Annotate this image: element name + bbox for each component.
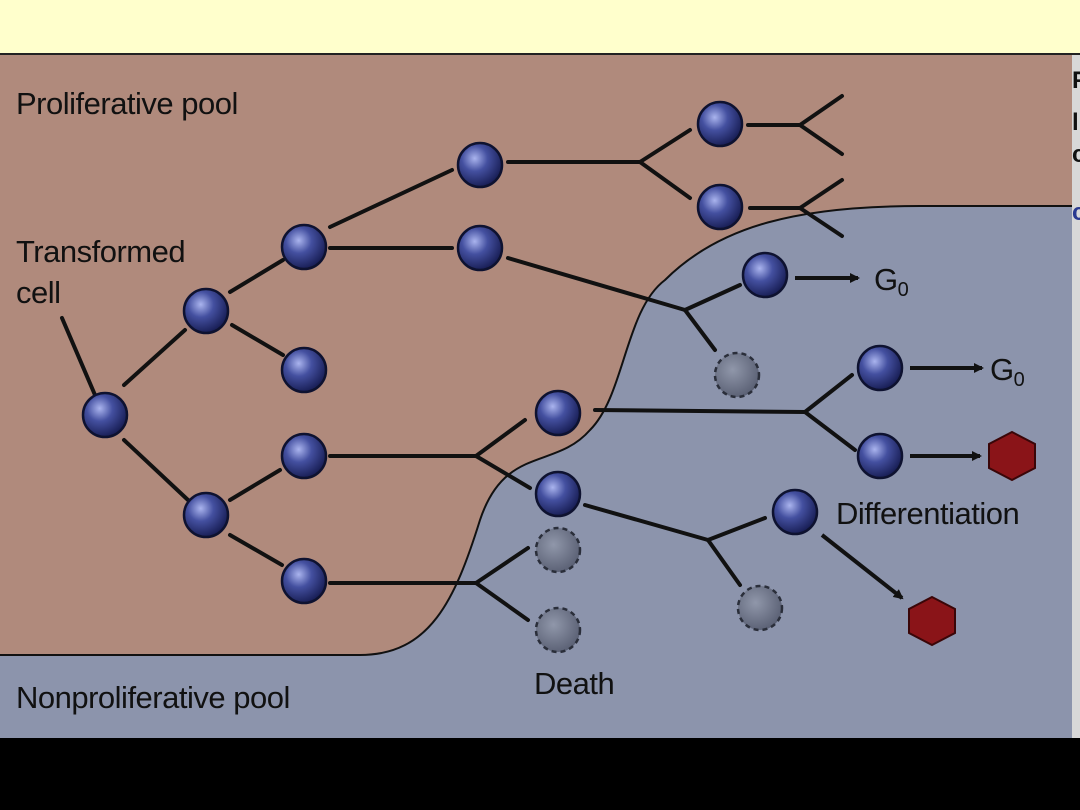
cell-proliferation-diagram: F l c c [0, 55, 1080, 738]
cell [280, 346, 328, 394]
right-edge-strip [1072, 55, 1080, 738]
transformed-cell-label: Transformed [16, 234, 185, 269]
cell [696, 100, 744, 148]
edge-letter: c [1072, 141, 1080, 168]
nonproliferative-pool-region [0, 206, 1072, 738]
edge-letter: l [1072, 109, 1079, 136]
dying-cell [534, 526, 582, 574]
cell [182, 491, 230, 539]
cell [280, 223, 328, 271]
nonproliferative-pool-label: Nonproliferative pool [16, 680, 290, 715]
edge-letter: F [1072, 67, 1080, 94]
transformed-cell-label-line2: cell [16, 275, 61, 310]
g0-label: G0 [874, 262, 909, 301]
differentiated-cell [908, 595, 956, 647]
cell [741, 251, 789, 299]
dying-cell [736, 584, 784, 632]
arrow-to-differentiated-2 [820, 533, 904, 600]
cell [182, 287, 230, 335]
cell [856, 344, 904, 392]
dying-cell [534, 606, 582, 654]
cell [534, 389, 582, 437]
death-label: Death [534, 666, 614, 701]
fate-arrows [795, 273, 984, 600]
transformed-cell [81, 391, 129, 439]
cell [771, 488, 819, 536]
bottom-band [0, 738, 1080, 810]
cell [856, 432, 904, 480]
dying-cells [534, 351, 784, 654]
cell [534, 470, 582, 518]
proliferative-pool-label: Proliferative pool [16, 86, 238, 121]
differentiated-cell [988, 430, 1036, 482]
living-cells [81, 100, 904, 605]
cell [696, 183, 744, 231]
cell [456, 224, 504, 272]
dying-cell [713, 351, 761, 399]
edge-letter: c [1072, 199, 1080, 226]
differentiated-cells [908, 430, 1036, 647]
cell [280, 432, 328, 480]
differentiation-label: Differentiation [836, 496, 1019, 531]
cell [280, 557, 328, 605]
lineage-lines [60, 94, 857, 622]
g0-label: G0 [990, 352, 1025, 391]
top-band [0, 0, 1080, 55]
pool-boundary [0, 205, 1072, 656]
cell [456, 141, 504, 189]
